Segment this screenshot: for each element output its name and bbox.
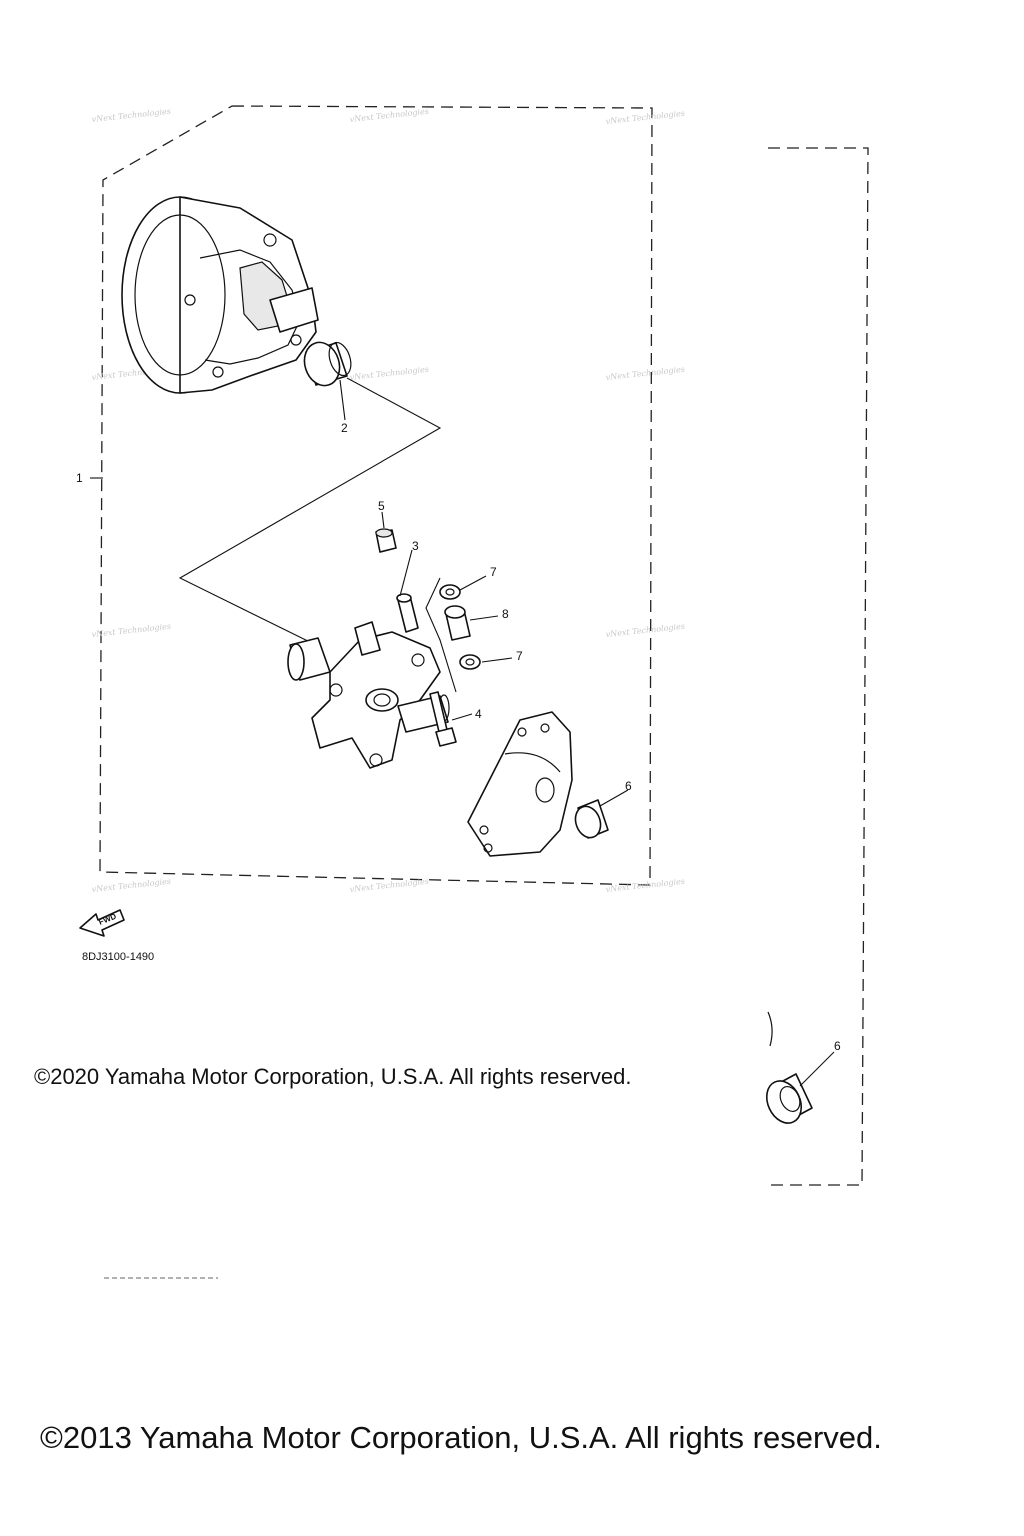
watermark-text: vNext Technologies [605,109,685,126]
callout-8: 8 [502,607,509,621]
inset-frame [768,147,869,1186]
watermark-text: vNext Technologies [91,107,171,124]
callout-1: 1 [76,471,83,485]
callout-3: 3 [412,539,419,553]
diagram-code: 8DJ3100-1490 [82,951,154,963]
callout-leaders [90,379,835,1087]
callout-4: 4 [475,707,482,721]
inset-bushing-part-6 [765,1011,813,1124]
watermark-text: vNext Technologies [605,877,685,894]
washer-part-7-upper [439,584,461,600]
roller-part-8 [444,605,471,641]
callout-6-inset: 6 [834,1039,841,1053]
callout-7-lower: 7 [516,649,523,663]
watermark-text: vNext Technologies [349,877,429,894]
watermark-text: vNext Technologies [349,107,429,124]
copyright-2020: ©2020 Yamaha Motor Corporation, U.S.A. A… [34,1064,632,1089]
leader-line-assembly [178,377,442,649]
washer-part-7-lower [459,654,481,670]
cover-plate-illustration [467,711,573,857]
callout-7-upper: 7 [490,565,497,579]
callout-2: 2 [341,421,348,435]
copyright-2013: ©2013 Yamaha Motor Corporation, U.S.A. A… [40,1420,882,1455]
watermark-text: vNext Technologies [605,622,685,639]
watermark-text: vNext Technologies [91,877,171,894]
roller-group-bracket [425,577,457,693]
forward-arrow-icon: FWD [79,909,125,937]
bushing-part-6 [574,799,609,839]
watermark-text: vNext Technologies [91,622,171,639]
pin-part-3 [396,593,419,633]
callout-5: 5 [378,499,385,513]
nut-part-5 [375,528,397,553]
watermark-text: vNext Technologies [349,365,429,382]
callout-6: 6 [625,779,632,793]
bolt-part-4 [429,691,457,747]
primary-sheave-illustration [121,196,319,394]
watermark-text: vNext Technologies [605,365,685,382]
spider-illustration [287,621,450,769]
assembly-frame [99,105,653,886]
bushing-part-2 [303,341,352,387]
